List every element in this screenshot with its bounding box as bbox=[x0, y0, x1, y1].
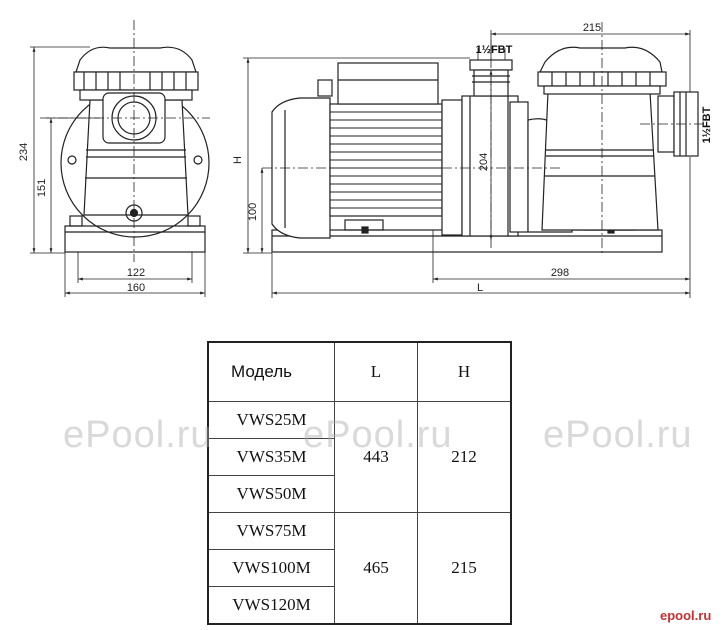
port-side-label: 1½FBT bbox=[701, 106, 713, 143]
site-logo: epool.ru bbox=[660, 608, 712, 623]
table-row: VWS100M bbox=[207, 549, 511, 587]
model-cell: VWS50M bbox=[207, 475, 335, 513]
dim-298: 298 bbox=[551, 267, 569, 279]
l-value-cell: 443 bbox=[334, 401, 418, 513]
port-top-label: 1½FBT bbox=[476, 44, 513, 56]
model-cell: VWS100M bbox=[207, 549, 335, 587]
watermark: ePool.ru bbox=[63, 414, 213, 456]
dim-100: 100 bbox=[247, 203, 259, 221]
watermark: ePool.ru bbox=[303, 414, 453, 456]
front-view bbox=[60, 46, 210, 253]
l-value-cell: 465 bbox=[334, 512, 418, 625]
watermark: ePool.ru bbox=[543, 414, 693, 456]
table-row: VWS120M bbox=[207, 586, 511, 625]
dim-234: 234 bbox=[18, 143, 30, 161]
dim-L: L bbox=[477, 282, 483, 294]
header-L: L bbox=[334, 341, 418, 402]
dim-215: 215 bbox=[583, 22, 601, 34]
side-view bbox=[271, 46, 699, 253]
model-cell: VWS35M bbox=[207, 438, 335, 476]
model-cell: VWS75M bbox=[207, 512, 335, 550]
pump-technical-drawing: 234 151 122 160 bbox=[18, 20, 713, 298]
table-row: VWS35M bbox=[207, 438, 511, 476]
header-H: H bbox=[417, 341, 512, 402]
h-value-cell: 212 bbox=[417, 401, 512, 513]
dim-204: 204 bbox=[478, 153, 490, 171]
table-header-row: Модель L H bbox=[207, 341, 512, 402]
header-model: Модель bbox=[207, 341, 335, 402]
h-value-cell: 215 bbox=[417, 512, 512, 625]
dim-151: 151 bbox=[36, 179, 48, 197]
dim-160: 160 bbox=[127, 282, 145, 294]
dim-122: 122 bbox=[127, 267, 145, 279]
spec-table: Модель L H VWS25M 443 212 VWS35M VWS50M … bbox=[207, 341, 512, 625]
dim-H: H bbox=[232, 156, 244, 164]
table-row: VWS75M 465 215 bbox=[207, 512, 512, 625]
model-cell: VWS120M bbox=[207, 586, 335, 625]
